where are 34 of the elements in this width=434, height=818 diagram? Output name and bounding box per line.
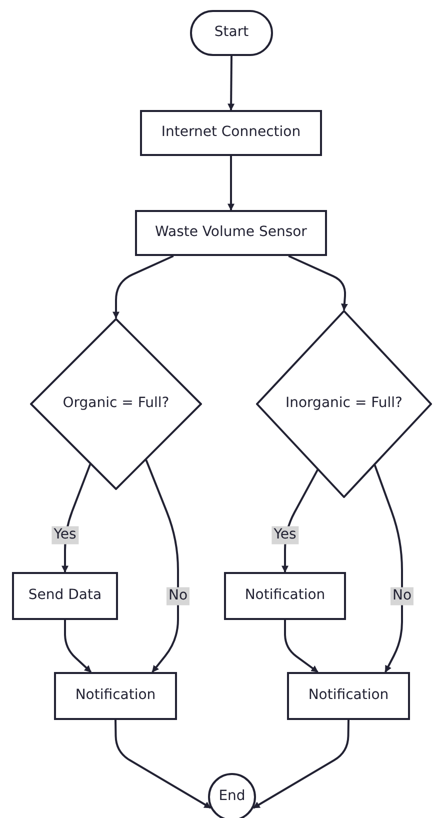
arrow [64,620,92,673]
edge-label: Yes [52,526,78,544]
node-label: Internet Connection [160,124,302,142]
process-box [12,572,118,620]
process-box [287,672,410,720]
node-label: End [218,788,246,806]
node-label: Waste Volume Sensor [154,224,308,242]
node-label: Start [213,24,250,42]
start-terminal [190,10,273,56]
decision-diamond [30,318,202,490]
arrow [112,255,174,319]
process-box [135,210,327,256]
edge-label: No [166,587,190,605]
edge-label: No [390,587,414,605]
arrow [284,620,318,673]
decision-diamond [256,310,432,498]
arrow [374,464,403,673]
node-label: Notification [74,687,157,705]
end-terminal [208,773,256,818]
process-box [54,672,177,720]
process-box [140,110,322,156]
arrow [114,720,212,809]
arrow [228,156,234,211]
node-label: Notification [307,687,390,705]
arrow [145,460,179,673]
node-label: Send Data [27,587,103,605]
arrow [228,56,235,111]
process-box [224,572,346,620]
arrow [252,720,350,809]
node-label: Organic = Full? [62,395,170,413]
node-label: Notification [244,587,326,605]
node-label: Inorganic = Full? [284,395,404,413]
edge-label: Yes [272,526,298,544]
arrow [288,255,348,311]
